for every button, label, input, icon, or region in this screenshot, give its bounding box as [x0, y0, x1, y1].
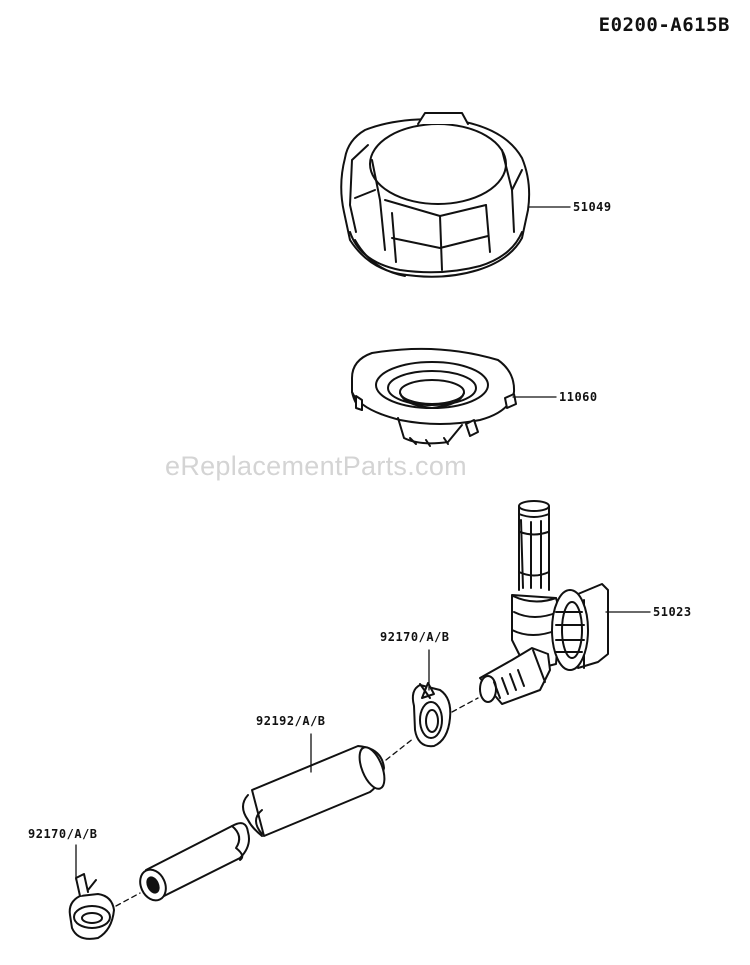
assembly-line-clamp-to-cock: [451, 697, 479, 713]
part-number-51023[interactable]: 51023: [653, 605, 692, 619]
part-number-fuel-hose[interactable]: 92192/A/B: [256, 714, 326, 728]
fuel-hose-drawing[interactable]: [135, 744, 389, 905]
part-number-11060[interactable]: 11060: [559, 390, 598, 404]
lower-clamp-drawing[interactable]: [68, 873, 115, 940]
part-number-upper-clamp[interactable]: 92170/A/B: [380, 630, 450, 644]
watermark-text: eReplacementParts.com: [165, 451, 467, 481]
part-number-51049[interactable]: 51049: [573, 200, 612, 214]
assembly-line-lower-clamp-to-hose: [115, 892, 141, 907]
fuel-cap-drawing[interactable]: [340, 112, 531, 278]
cap-gasket-drawing[interactable]: [351, 347, 517, 447]
part-number-lower-clamp[interactable]: 92170/A/B: [28, 827, 98, 841]
upper-clamp-drawing[interactable]: [411, 682, 452, 748]
drawing-id: E0200-A615B: [598, 14, 730, 36]
fuel-cock-drawing[interactable]: [479, 500, 609, 705]
assembly-line-hose-to-clamp: [385, 737, 415, 761]
